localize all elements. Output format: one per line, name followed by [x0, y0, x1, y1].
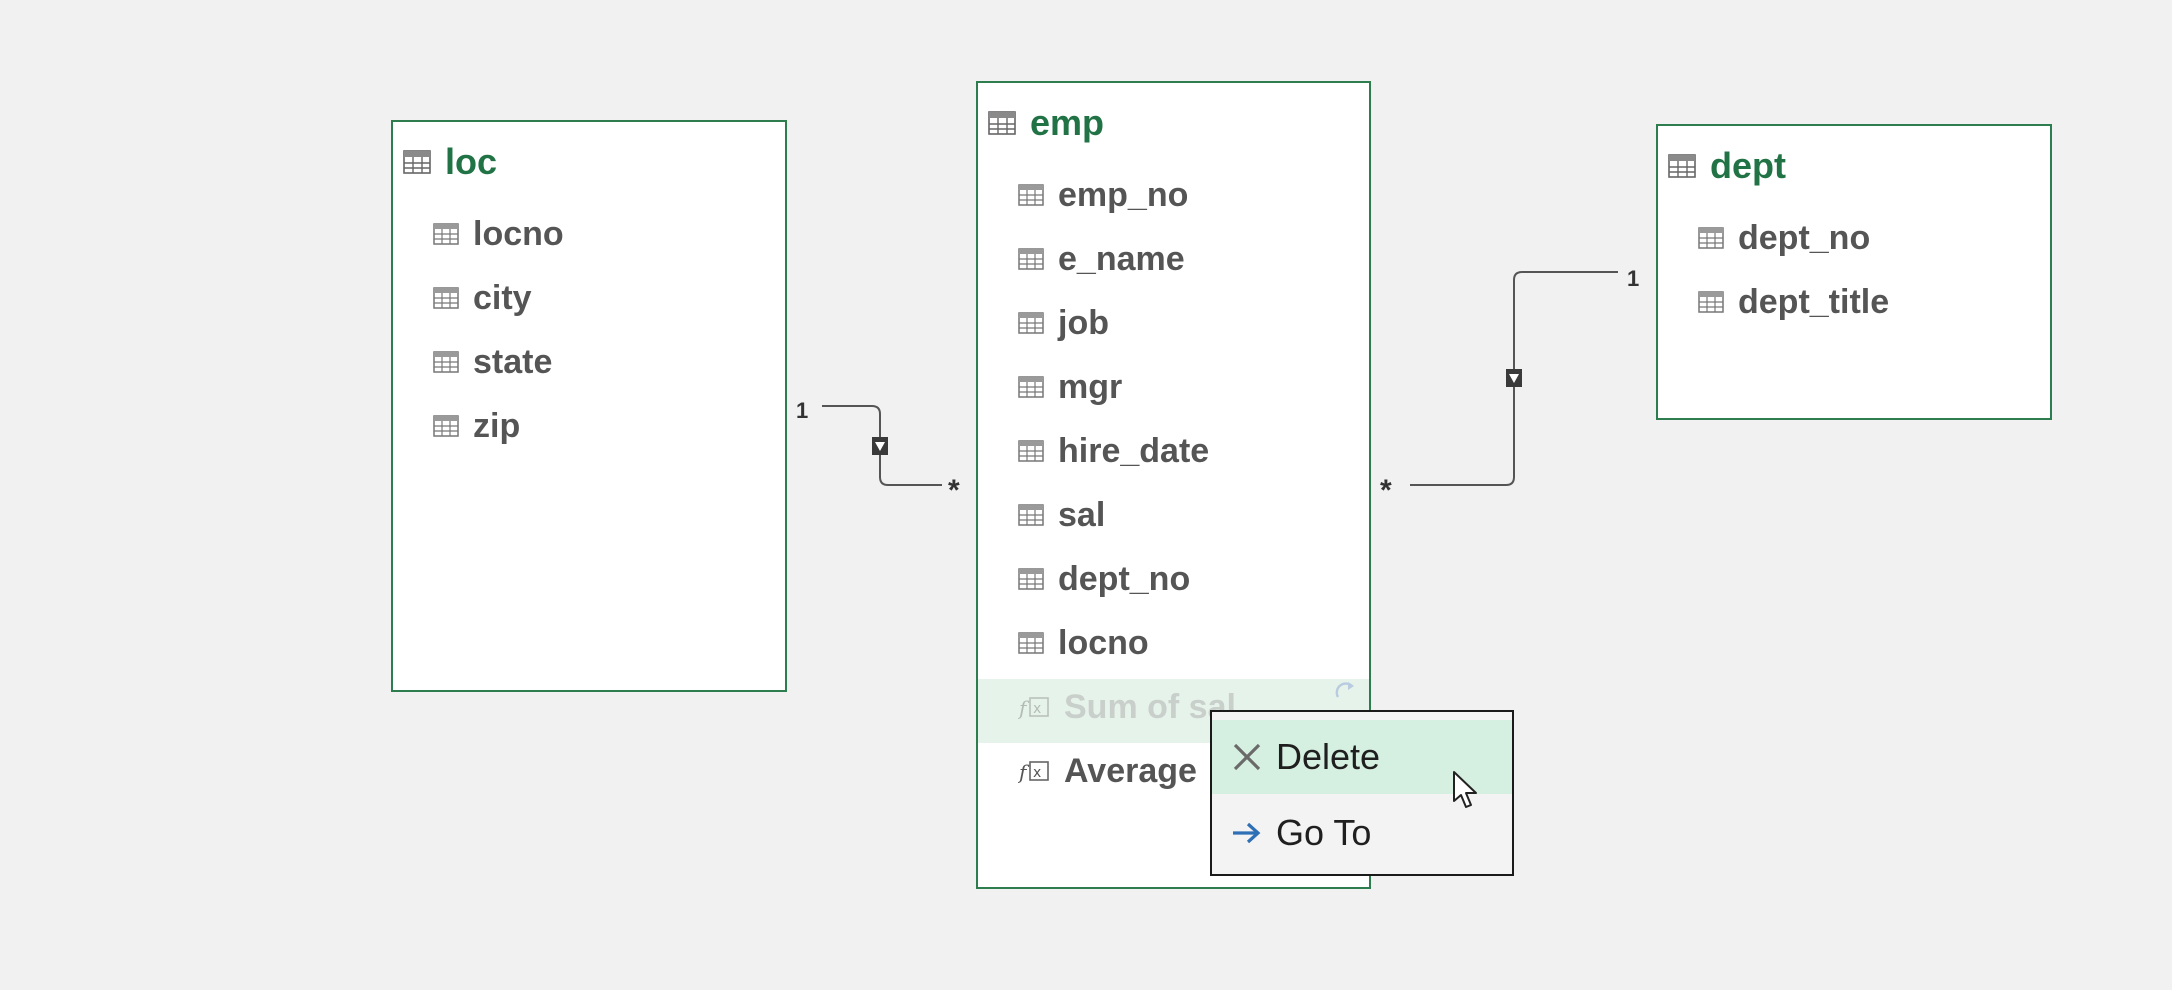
column-icon: [1698, 227, 1724, 249]
svg-text:f: f: [1018, 696, 1030, 720]
field-name: zip: [473, 406, 521, 445]
field-row[interactable]: job: [1018, 291, 1369, 355]
column-icon: [1018, 376, 1044, 398]
field-name: sal: [1058, 495, 1106, 534]
svg-text:x: x: [1033, 701, 1041, 717]
field-row[interactable]: state: [433, 330, 785, 394]
table-title: emp: [1030, 102, 1105, 143]
field-name: emp_no: [1058, 175, 1189, 214]
column-icon: [1018, 440, 1044, 462]
menu-item-go-to[interactable]: Go To: [1212, 796, 1512, 870]
field-name: locno: [473, 214, 564, 253]
column-icon: [1018, 632, 1044, 654]
field-name: job: [1058, 303, 1109, 342]
field-row[interactable]: e_name: [1018, 227, 1369, 291]
refresh-icon[interactable]: [1330, 677, 1360, 707]
column-icon: [1018, 248, 1044, 270]
table-title: dept: [1710, 145, 1786, 186]
table-header[interactable]: dept: [1668, 126, 1786, 206]
column-icon: [1018, 312, 1044, 334]
field-list: dept_no dept_title: [1698, 206, 2050, 334]
column-icon: [1698, 291, 1724, 313]
column-icon: [433, 287, 459, 309]
table-header[interactable]: emp: [988, 83, 1104, 163]
field-row[interactable]: hire_date: [1018, 419, 1369, 483]
field-row[interactable]: city: [433, 266, 785, 330]
field-name: e_name: [1058, 239, 1185, 278]
field-name: dept_no: [1738, 218, 1871, 257]
measure-name: Average: [1064, 751, 1197, 790]
field-name: hire_date: [1058, 431, 1210, 470]
field-name: dept_title: [1738, 282, 1890, 321]
measure-name: Sum of sal: [1064, 687, 1236, 726]
field-list: locno city state zip: [433, 202, 785, 458]
table-card-loc[interactable]: loc locno city state zip: [391, 120, 787, 692]
column-icon: [1018, 504, 1044, 526]
column-icon: [433, 415, 459, 437]
cardinality-one-loc: 1: [796, 398, 809, 423]
field-name: mgr: [1058, 367, 1123, 406]
field-row[interactable]: zip: [433, 394, 785, 458]
table-card-dept[interactable]: dept dept_no dept_title: [1656, 124, 2052, 420]
relationship-loc-emp[interactable]: [822, 405, 942, 486]
field-row[interactable]: mgr: [1018, 355, 1369, 419]
field-row[interactable]: dept_title: [1698, 270, 2050, 334]
close-icon: [1233, 743, 1261, 771]
field-name: state: [473, 342, 553, 381]
field-name: locno: [1058, 623, 1149, 662]
field-row[interactable]: sal: [1018, 483, 1369, 547]
relationship-dept-emp[interactable]: [1410, 271, 1618, 486]
field-row[interactable]: locno: [1018, 611, 1369, 675]
svg-text:f: f: [1018, 760, 1030, 784]
menu-item-label: Delete: [1276, 736, 1381, 777]
cardinality-many-emp-loc: *: [948, 474, 960, 507]
table-icon: [403, 150, 431, 174]
table-icon: [988, 111, 1016, 135]
mouse-cursor-icon: [1453, 771, 1477, 808]
arrow-right-icon: [1233, 822, 1261, 844]
field-row[interactable]: dept_no: [1018, 547, 1369, 611]
field-row[interactable]: dept_no: [1698, 206, 2050, 270]
field-row[interactable]: emp_no: [1018, 163, 1369, 227]
table-header[interactable]: loc: [403, 122, 497, 202]
cardinality-one-dept: 1: [1627, 266, 1640, 291]
table-icon: [1668, 154, 1696, 178]
field-name: dept_no: [1058, 559, 1191, 598]
svg-text:x: x: [1033, 765, 1041, 781]
field-row[interactable]: locno: [433, 202, 785, 266]
field-name: city: [473, 278, 532, 317]
cardinality-many-emp-dept: *: [1380, 474, 1392, 507]
column-icon: [433, 223, 459, 245]
column-icon: [1018, 184, 1044, 206]
table-title: loc: [445, 141, 498, 182]
column-icon: [433, 351, 459, 373]
menu-item-label: Go To: [1276, 812, 1372, 853]
column-icon: [1018, 568, 1044, 590]
field-list: emp_no e_name job mgr hire_date sal dept…: [1018, 163, 1369, 803]
